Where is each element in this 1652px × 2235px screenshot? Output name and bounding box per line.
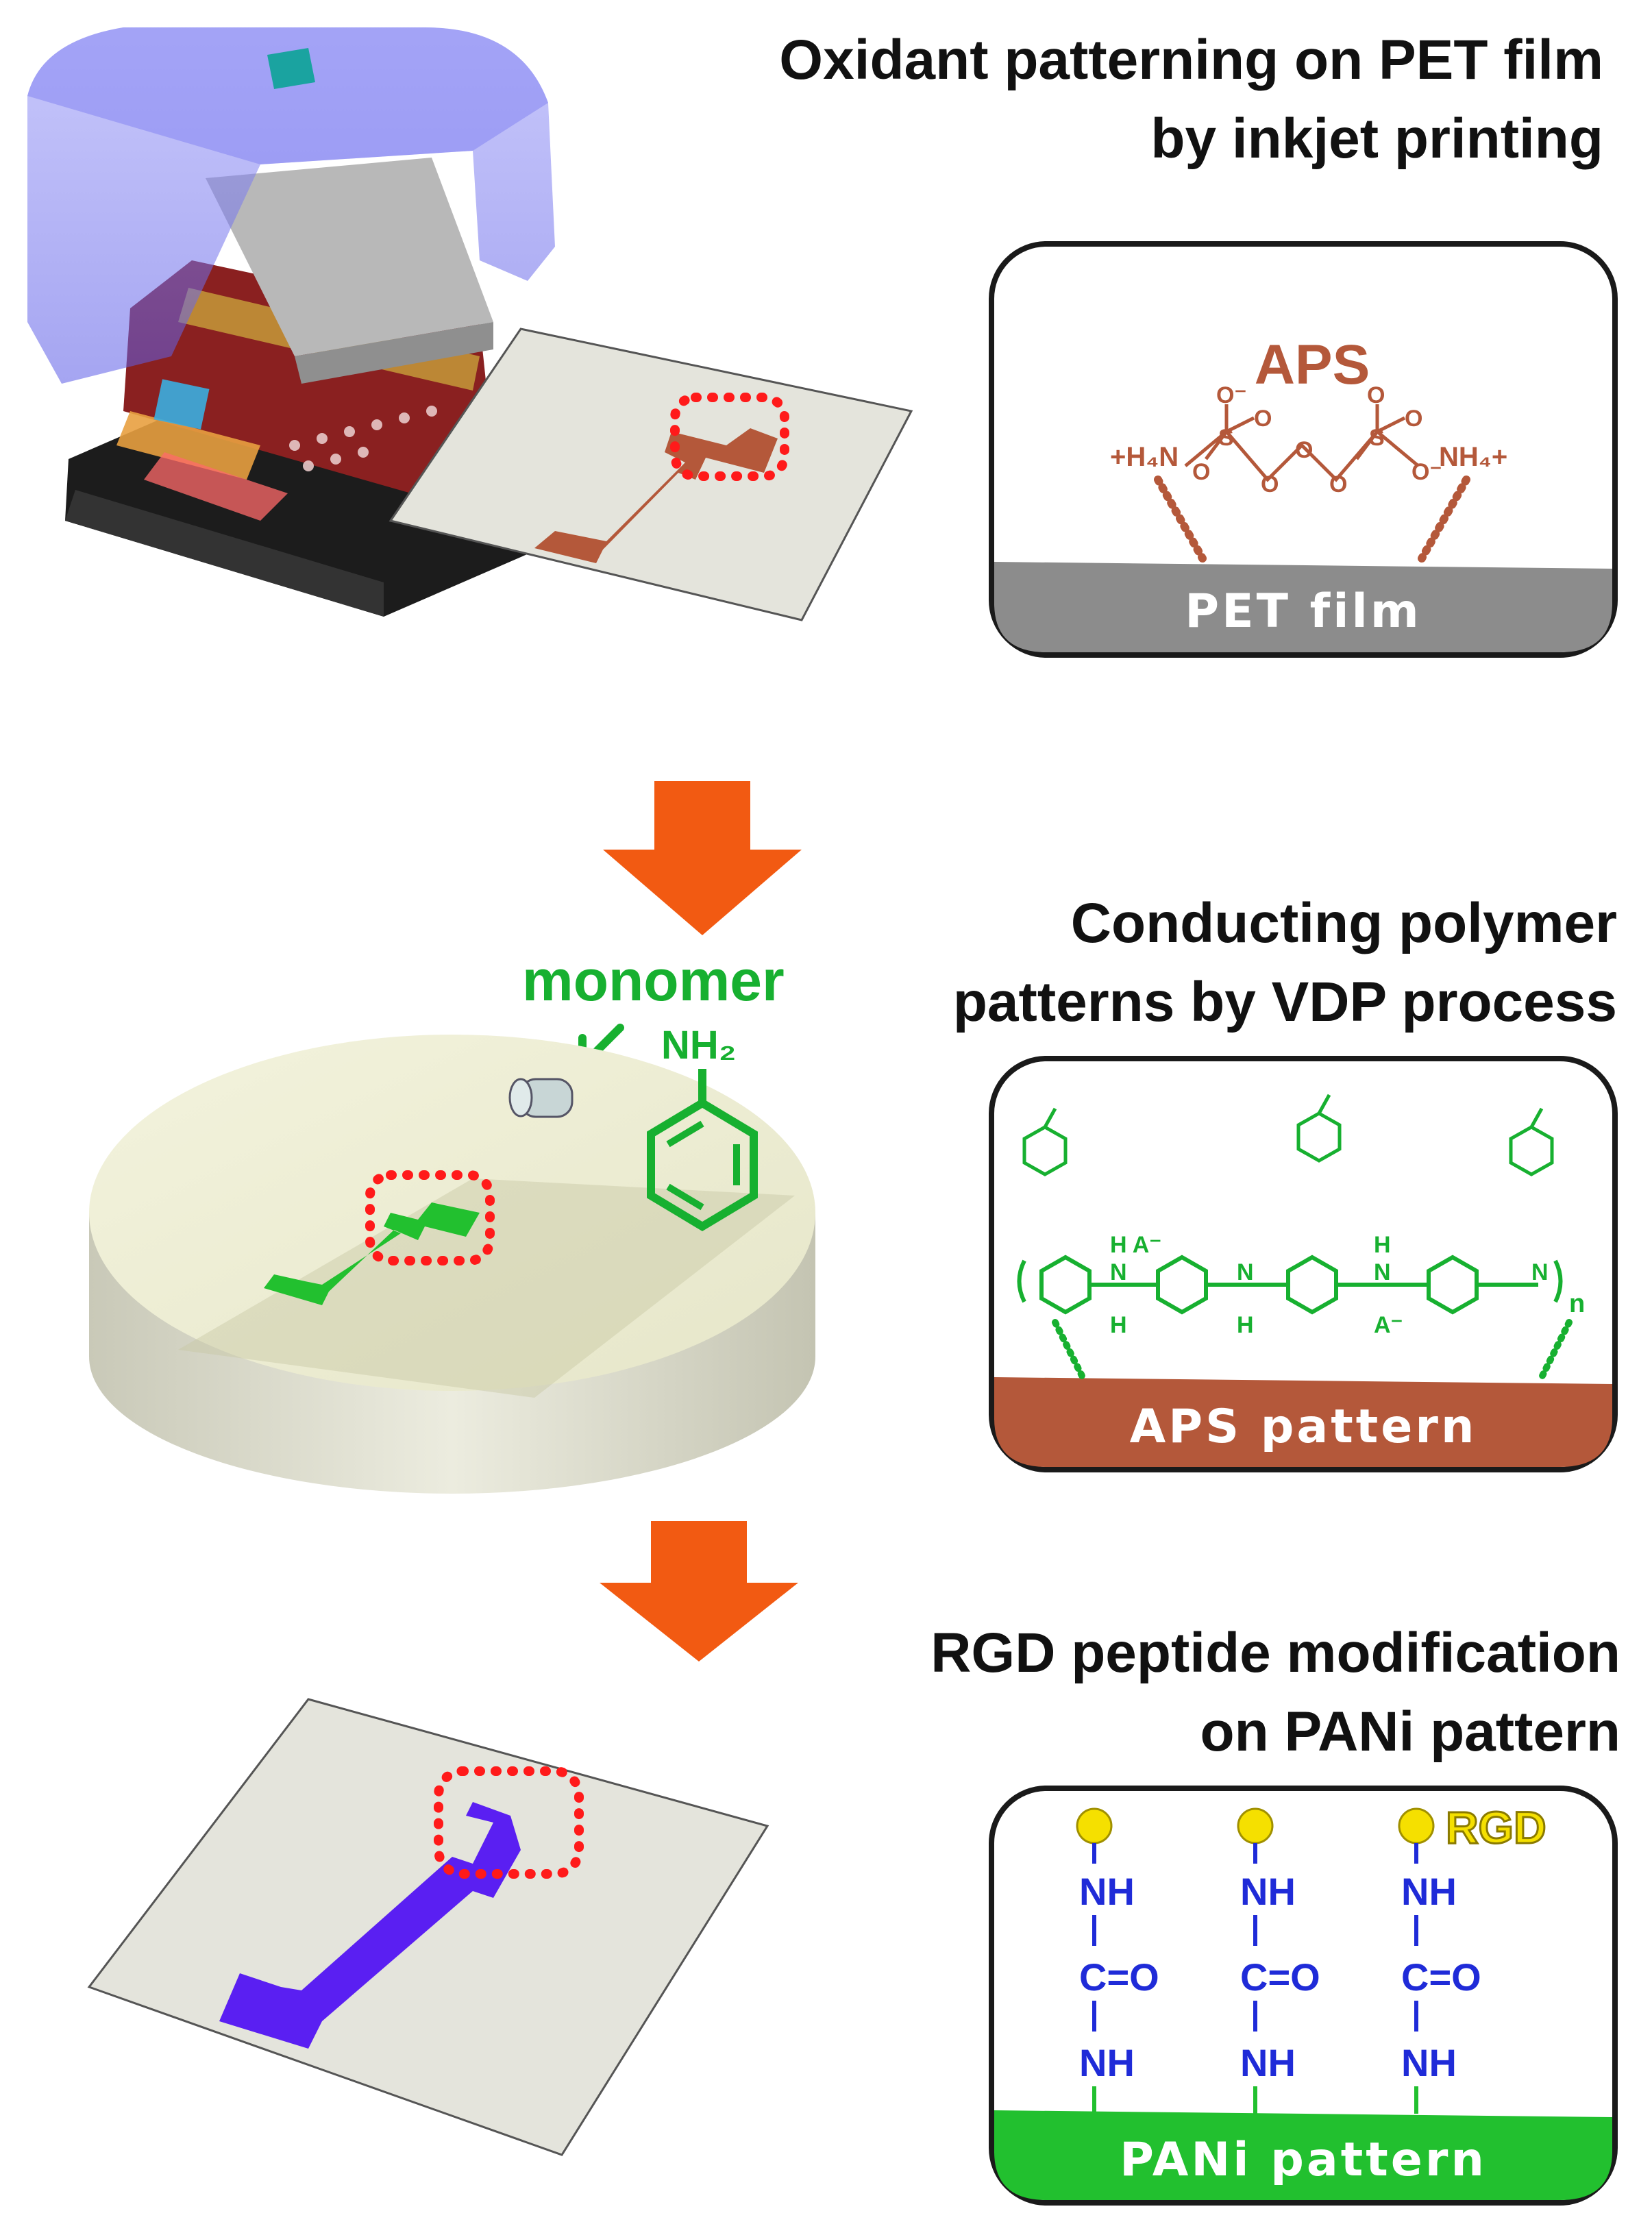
highlight-box xyxy=(365,1170,495,1265)
svg-text:O: O xyxy=(1261,471,1279,497)
svg-text:N: N xyxy=(1531,1259,1549,1285)
benzene-ring-icon: NH₂ xyxy=(647,1023,758,1231)
svg-text:O: O xyxy=(1192,459,1210,485)
svg-text:O: O xyxy=(1254,406,1272,432)
rgd-modified-pattern xyxy=(219,1802,521,2049)
panel-3-substrate-label: PANi pattern xyxy=(1120,2133,1487,2187)
stage-3: RGD peptide modification on PANi pattern… xyxy=(87,1622,1620,2206)
stage-1: Oxidant patterning on PET film by inkjet… xyxy=(27,27,1618,658)
monomer-molecules xyxy=(1022,1094,1554,1176)
panel-pani-on-aps: APS pattern xyxy=(989,1056,1618,1472)
svg-text:O: O xyxy=(1405,406,1422,432)
rgd-label: RGD xyxy=(1446,1802,1546,1853)
film-with-pani-pattern xyxy=(87,1698,769,2156)
svg-text:A⁻: A⁻ xyxy=(1374,1312,1403,1338)
stage-3-title-line-2: on PANi pattern xyxy=(1200,1701,1620,1763)
chain-nh-bottom: NH xyxy=(1079,2041,1135,2084)
pani-electrode-pattern xyxy=(264,1202,480,1305)
chain-nh-top: NH xyxy=(1240,1870,1296,1913)
vdp-reactor xyxy=(89,1035,815,1494)
chain-nh-top: NH xyxy=(1401,1870,1457,1913)
persulfate-atoms: O⁻OO SOO OSO OO⁻ xyxy=(1192,382,1442,497)
highlight-box xyxy=(434,1766,584,1879)
rgd-bead-icon xyxy=(1237,1807,1274,1844)
chain-nh-top: NH xyxy=(1079,1870,1135,1913)
chain-nh-bottom: NH xyxy=(1240,2041,1296,2084)
inkjet-printer-icon xyxy=(27,27,555,617)
rgd-bead-icon xyxy=(1076,1807,1113,1844)
svg-text:O: O xyxy=(1329,471,1347,497)
stage-2-title-line-1: Conducting polymer xyxy=(1071,892,1617,954)
svg-text:O⁻: O⁻ xyxy=(1411,459,1442,485)
stage-1-title-line-1: Oxidant patterning on PET film xyxy=(779,29,1603,91)
chain-carbonyl: C=O xyxy=(1079,1955,1159,1999)
svg-text:S: S xyxy=(1369,425,1385,451)
peptide-linker-1: NH C=O NH xyxy=(1076,1807,1159,2114)
svg-text:O⁻: O⁻ xyxy=(1216,382,1246,408)
panel-rgd-on-pani: PANi pattern NH C=O NH NH C=O NH xyxy=(989,1786,1618,2206)
svg-text:N: N xyxy=(1237,1259,1254,1285)
svg-text:H: H xyxy=(1237,1312,1254,1338)
stage-3-title-line-1: RGD peptide modification xyxy=(930,1622,1620,1684)
amine-label: NH₂ xyxy=(661,1023,737,1067)
chain-carbonyl: C=O xyxy=(1401,1955,1481,1999)
aps-label: APS xyxy=(1255,334,1370,396)
svg-text:O: O xyxy=(1367,382,1385,408)
chain-nh-bottom: NH xyxy=(1401,2041,1457,2084)
monomer-label: monomer xyxy=(522,948,785,1013)
peptide-linker-2: NH C=O NH xyxy=(1237,1807,1320,2114)
svg-text:H: H xyxy=(1110,1312,1127,1338)
svg-text:N: N xyxy=(1110,1259,1127,1285)
down-arrow-icon xyxy=(600,1521,798,1662)
chain-carbonyl: C=O xyxy=(1240,1955,1320,1999)
stage-2-title-line-2: patterns by VDP process xyxy=(953,971,1617,1033)
panel-1-substrate-label: PET film xyxy=(1185,584,1421,639)
highlight-box xyxy=(670,393,789,481)
svg-text:H A⁻: H A⁻ xyxy=(1110,1232,1161,1258)
stage-1-title-line-2: by inkjet printing xyxy=(1150,108,1603,170)
svg-text:O: O xyxy=(1295,437,1313,463)
peptide-linker-3: NH C=O NH xyxy=(1398,1807,1481,2114)
ammonium-right: NH₄+ xyxy=(1439,442,1507,472)
pet-film-sheet xyxy=(389,328,913,621)
repeat-subscript: n xyxy=(1569,1289,1585,1318)
svg-text:S: S xyxy=(1218,425,1234,451)
svg-text:H: H xyxy=(1374,1232,1391,1258)
persulfate-structure xyxy=(1184,404,1420,482)
polyaniline-atoms: NH A⁻H NH NHA⁻ N xyxy=(1110,1232,1549,1338)
svg-text:N: N xyxy=(1374,1259,1391,1285)
vapor-nozzle-icon xyxy=(508,1078,574,1118)
down-arrow-icon xyxy=(603,781,802,935)
panel-2-substrate-label: APS pattern xyxy=(1130,1400,1477,1454)
panel-aps-on-pet: PET film APS O⁻OO SOO OSO OO⁻ +H₄N NH₄+ xyxy=(989,241,1618,658)
ammonium-left: +H₄N xyxy=(1110,442,1179,472)
polyaniline-chain xyxy=(1017,1255,1563,1315)
aps-electrode-pattern xyxy=(534,428,778,563)
stage-2: Conducting polymer patterns by VDP proce… xyxy=(89,892,1618,1494)
rgd-bead-icon xyxy=(1398,1807,1435,1844)
